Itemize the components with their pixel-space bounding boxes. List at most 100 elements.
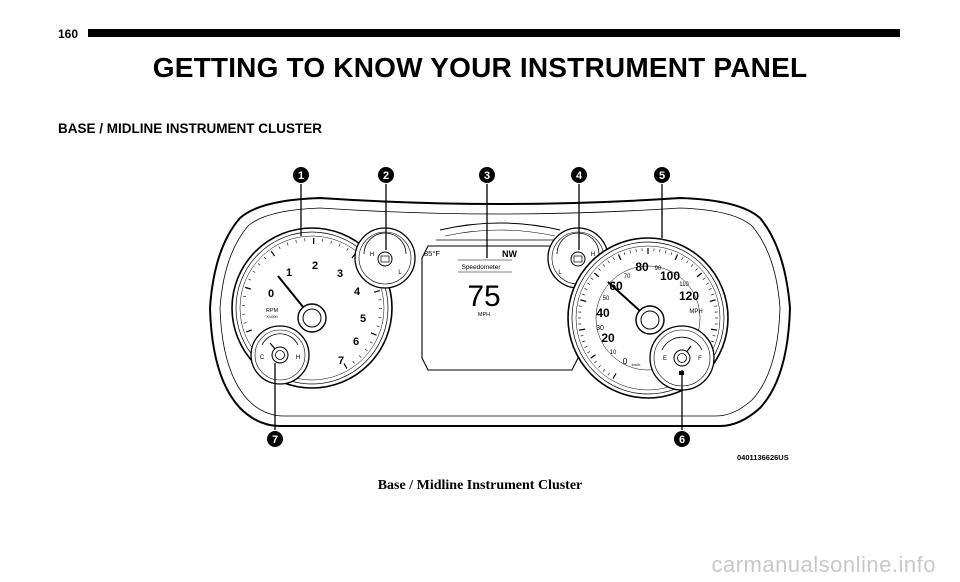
gauge-tick (578, 328, 586, 331)
speed-num-40: 40 (596, 306, 610, 320)
speed-num-0: 0 (623, 357, 628, 366)
right-gauge-hot-label: H (591, 252, 595, 258)
gauge-tick (587, 351, 591, 354)
fuel-empty-label: E (663, 356, 667, 362)
callout-1: 1 (293, 167, 309, 183)
gauge-tick (681, 257, 684, 261)
speed-num-60: 60 (609, 279, 623, 293)
gauge-tick (710, 328, 718, 331)
speed-num-20: 20 (601, 331, 615, 345)
fuel-full-label: F (698, 356, 702, 362)
gauge-tick (242, 295, 247, 297)
gauge-tick (295, 239, 297, 243)
gauge-tick (582, 340, 586, 343)
coolant-hot-label: H (296, 355, 300, 361)
svg-text:4: 4 (576, 170, 583, 182)
speed-num-120: 120 (679, 289, 699, 303)
coolant-cold-label: C (260, 355, 265, 361)
speed-num-90: 90 (655, 266, 662, 272)
display-heading: NW (502, 249, 517, 259)
gauge-tick (338, 243, 341, 247)
gauge-tick (594, 360, 597, 364)
gauge-tick (373, 290, 380, 293)
gauge-tick (330, 240, 332, 244)
svg-text:5: 5 (659, 170, 665, 182)
tach-num-6: 6 (353, 336, 359, 348)
gauge-tick (670, 252, 673, 256)
gauge-tick (270, 250, 276, 257)
display-speed: 75 (467, 280, 500, 313)
svg-text:6: 6 (679, 434, 685, 446)
gauge-tick (598, 268, 601, 271)
page-title: GETTING TO KNOW YOUR INSTRUMENT PANEL (152, 52, 808, 83)
gauge-tick (590, 277, 594, 280)
header-rule (88, 29, 900, 37)
speed-num-50: 50 (603, 296, 610, 302)
figure-code: 0401136626US (737, 453, 789, 462)
gauge-tick (674, 254, 679, 261)
gauge-tick (695, 268, 698, 271)
display-title: Speedometer (461, 264, 501, 271)
gauge-tick (623, 252, 626, 256)
gauge-tick (580, 299, 587, 303)
gauge-tick (710, 340, 714, 343)
gauge-tick (257, 263, 261, 266)
gauge-tick (346, 247, 349, 251)
speed-num-110: 110 (679, 282, 689, 288)
gauge-tick (629, 250, 631, 254)
gauge-tick (584, 346, 588, 348)
gauge-tick (696, 272, 703, 278)
cluster-bezel-inner (219, 207, 781, 417)
gauge-tick (369, 341, 373, 344)
figure-caption: Base / Midline Instrument Cluster (377, 478, 583, 493)
gauge-tick (579, 305, 583, 307)
gauge-tick (370, 332, 377, 336)
tach-num-0: 0 (268, 288, 274, 300)
gauge-tick (635, 249, 637, 253)
display-temperature: 85°F (424, 249, 440, 258)
page-number: 160 (58, 27, 79, 41)
gauge-tick (286, 242, 289, 246)
callout-5: 5 (654, 167, 670, 183)
gauge-tick (252, 270, 256, 273)
callout-4: 4 (571, 167, 587, 183)
gauge-tick (364, 348, 368, 352)
tach-num-7: 7 (338, 355, 344, 367)
left-gauge-low-label: L (398, 270, 402, 276)
gauge-tick (598, 365, 601, 368)
coolant-gauge: C H (250, 325, 310, 385)
gauge-tick (713, 305, 717, 307)
gauge-tick (690, 264, 694, 267)
gauge-tick (602, 369, 606, 372)
gauge-tick (705, 282, 709, 285)
gauge-tick (612, 373, 617, 379)
tach-sublabel: X1000 (266, 314, 278, 319)
cluster-bezel-outer (208, 196, 792, 427)
gauge-tick (708, 288, 712, 290)
gauge-tick (582, 293, 586, 296)
speed-num-10: 10 (610, 350, 617, 356)
gauge-tick (278, 246, 281, 250)
tach-num-4: 4 (354, 286, 361, 298)
tach-num-5: 5 (360, 313, 366, 325)
tachometer-ticks (242, 238, 382, 369)
svg-text:3: 3 (484, 170, 490, 182)
callout-3: 3 (479, 167, 495, 183)
gauge-tick (580, 335, 584, 337)
section-title: BASE / MIDLINE INSTRUMENT CLUSTER (58, 121, 323, 136)
gauge-tick (376, 325, 380, 327)
speed-num-70: 70 (624, 274, 631, 280)
callout-7: 7 (267, 431, 283, 447)
svg-text:2: 2 (383, 170, 389, 182)
gauge-tick (248, 278, 252, 281)
left-top-gauge: H L (354, 227, 416, 289)
svg-text:7: 7 (272, 434, 278, 446)
gauge-tick (246, 329, 253, 333)
tach-label: RPM (266, 308, 279, 314)
gauge-tick (607, 372, 610, 376)
display-hood (439, 222, 561, 231)
tach-num-2: 2 (312, 260, 318, 272)
speed-num-30: 30 (596, 325, 604, 332)
gauge-tick (607, 260, 610, 264)
gauge-tick (244, 286, 252, 290)
